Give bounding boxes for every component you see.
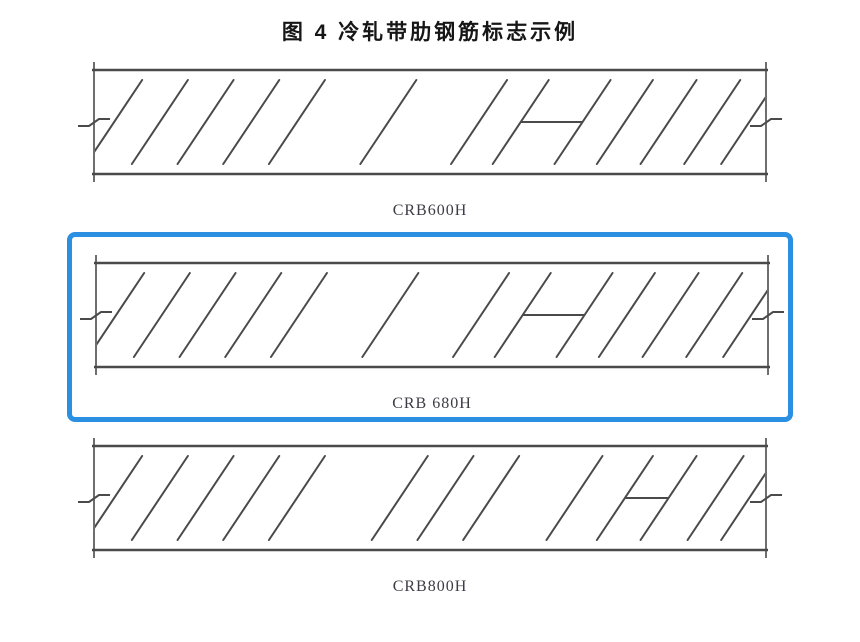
rib-line: [222, 455, 281, 541]
rib-line: [269, 272, 328, 358]
rib-line: [462, 455, 521, 541]
rib-line: [686, 455, 745, 541]
rebar-figure-crb600h: CRB600H: [70, 58, 790, 222]
rib-line: [722, 289, 767, 358]
rib-line: [176, 79, 235, 165]
break-mark-right: [750, 118, 782, 127]
rib-line: [452, 272, 511, 358]
break-mark-left: [78, 118, 110, 127]
rib-line: [370, 455, 429, 541]
rib-line: [95, 79, 144, 153]
rib-line: [595, 79, 654, 165]
bar-grade-label: CRB600H: [392, 202, 468, 219]
break-mark-left: [78, 494, 110, 503]
rib-line: [267, 79, 326, 165]
rib-line: [130, 79, 189, 165]
rib-line: [176, 455, 235, 541]
rebar-bar-diagram-crb680h: [80, 255, 784, 375]
bar-grade-label: CRB800H: [392, 578, 468, 595]
break-mark-right: [752, 311, 784, 320]
rib-line: [641, 272, 700, 358]
rib-line: [597, 272, 656, 358]
bar-grade-label: CRB 680H: [392, 395, 472, 412]
rib-line: [720, 96, 765, 165]
rib-line: [639, 79, 698, 165]
rib-line: [97, 272, 146, 346]
rib-line: [720, 472, 765, 541]
break-mark-right: [750, 494, 782, 503]
rib-line: [359, 79, 418, 165]
rib-group: [97, 272, 767, 358]
rib-line: [493, 272, 552, 358]
rib-line: [416, 455, 475, 541]
rib-line: [491, 79, 550, 165]
rib-line: [130, 455, 189, 541]
rib-group: [95, 79, 765, 165]
rebar-figure-crb800h: CRB800H: [70, 434, 790, 598]
rebar-bar-diagram-crb600h: [78, 62, 782, 182]
break-mark-left: [80, 311, 112, 320]
rib-line: [95, 455, 144, 529]
figure-title: 图 4 冷轧带肋钢筋标志示例: [281, 21, 579, 44]
rib-line: [545, 455, 604, 541]
rib-line: [450, 79, 509, 165]
rib-line: [683, 79, 742, 165]
rebar-figure-crb680h: CRB 680H: [72, 251, 792, 415]
rib-line: [132, 272, 191, 358]
rib-group: [95, 455, 765, 541]
rib-line: [178, 272, 237, 358]
rib-line: [361, 272, 420, 358]
highlight-box: CRB 680H: [67, 232, 793, 422]
rebar-bar-diagram-crb800h: [78, 438, 782, 558]
rib-line: [222, 79, 281, 165]
rib-line: [685, 272, 744, 358]
rib-line: [224, 272, 283, 358]
rib-line: [267, 455, 326, 541]
